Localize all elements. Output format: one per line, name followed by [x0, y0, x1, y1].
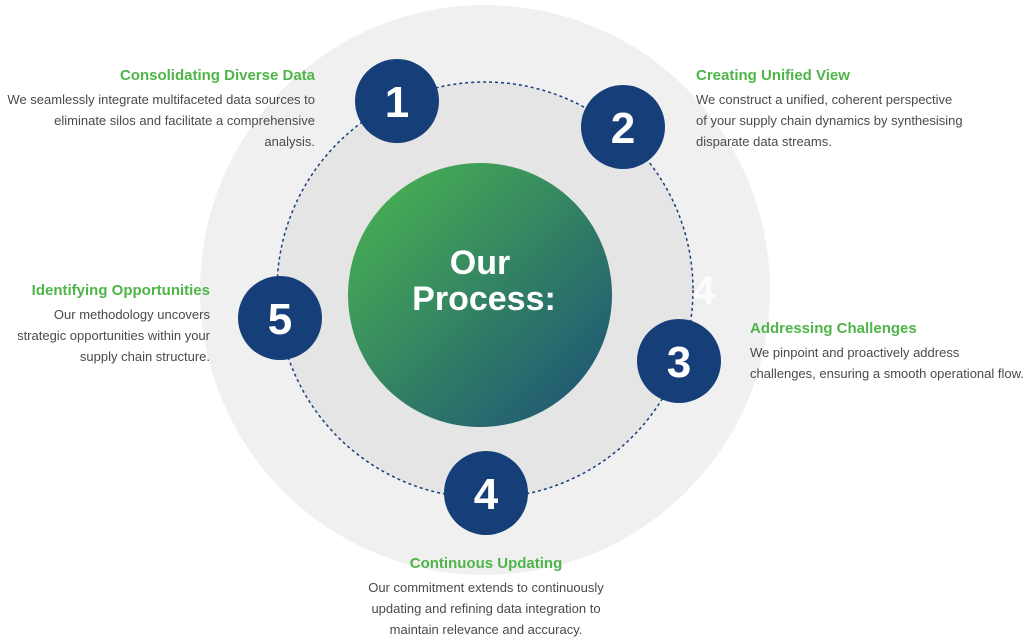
step-2-circle	[581, 85, 665, 169]
step-2-title: Creating Unified View	[696, 67, 850, 84]
step-3-body-line: challenges, ensuring a smooth operationa…	[750, 366, 1024, 381]
step-3-marker: 3	[637, 319, 721, 403]
step-3-body-line: We pinpoint and proactively address	[750, 345, 960, 360]
step-4-body-line: Our commitment extends to continuously	[368, 580, 604, 595]
step-5-card: Identifying Opportunities Our methodolog…	[0, 282, 210, 367]
step-4-number: 4	[474, 470, 499, 519]
step-5-body: Our methodology uncovers strategic oppor…	[0, 304, 210, 367]
step-1-circle	[355, 59, 439, 143]
step-5-title: Identifying Opportunities	[31, 282, 210, 299]
center-line-2: Process:	[412, 280, 556, 318]
step-4-body-line: maintain relevance and accuracy.	[389, 622, 583, 637]
step-1-body: We seamlessly integrate multifaceted dat…	[0, 89, 315, 152]
step-4-card: Continuous Updating Our commitment exten…	[326, 555, 646, 640]
step-2-body-line: We construct a unified, coherent perspec…	[696, 92, 953, 107]
step-3-card: Addressing Challenges We pinpoint and pr…	[750, 320, 1024, 384]
step-4-body-line: updating and refining data integration t…	[371, 601, 601, 616]
step-1-body-line: We seamlessly integrate multifaceted dat…	[7, 92, 315, 107]
step-3-title: Addressing Challenges	[750, 320, 917, 337]
step-2-card: Creating Unified View We construct a uni…	[696, 67, 1016, 152]
step-5-number: 5	[268, 295, 292, 344]
center-line-1: Our	[450, 244, 510, 282]
step-3-circle	[637, 319, 721, 403]
step-1-number: 1	[385, 78, 409, 127]
step-1-body-line: eliminate silos and facilitate a compreh…	[54, 113, 315, 149]
step-1-title: Consolidating Diverse Data	[119, 67, 315, 84]
step-4-title: Continuous Updating	[409, 555, 563, 572]
center-circle	[348, 163, 612, 427]
step-5-body-line: strategic opportunities within your	[17, 328, 210, 343]
step-2-body-line: disparate data streams.	[696, 134, 832, 149]
step-3-body: We pinpoint and proactively address chal…	[750, 342, 1024, 384]
step-3-number: 3	[667, 338, 691, 387]
step-4-body: Our commitment extends to continuously u…	[326, 577, 646, 640]
step-5-circle	[238, 276, 322, 360]
step-2-body: We construct a unified, coherent perspec…	[696, 89, 1016, 152]
step-1-marker: 1	[355, 59, 439, 143]
step-2-body-line: of your supply chain dynamics by synthes…	[696, 113, 963, 128]
step-2-marker: 2	[581, 85, 665, 169]
step-5-body-line: supply chain structure.	[79, 349, 210, 364]
step-4-marker: 4	[444, 451, 528, 535]
step-1-card: Consolidating Diverse Data We seamlessly…	[0, 67, 315, 152]
step-2-number: 2	[611, 104, 635, 153]
step-4-circle	[444, 451, 528, 535]
ghost-number: 4	[693, 269, 716, 313]
step-5-body-line: Our methodology uncovers	[53, 307, 210, 322]
step-5-marker: 5	[238, 276, 322, 360]
